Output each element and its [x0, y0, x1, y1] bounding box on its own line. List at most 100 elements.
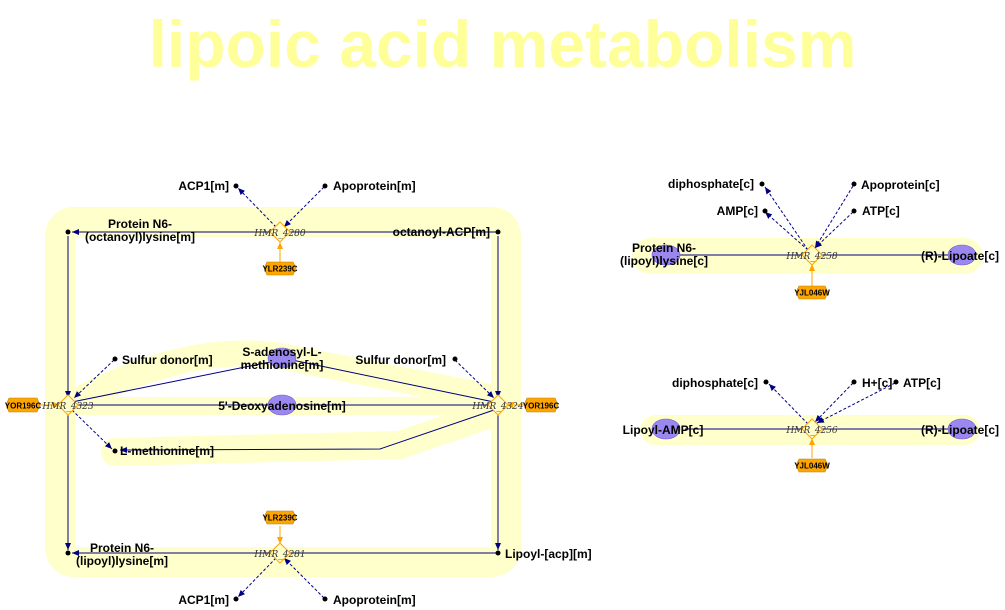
gene-boxes: YLR239C YOR196C YOR196C YLR239C YJL046W … [5, 261, 830, 525]
metabolite-dots [65, 181, 899, 602]
edge-4258-to-amp [764, 211, 809, 251]
diagram-title: lipoic acid metabolism [148, 7, 857, 81]
highlight-layer [45, 207, 983, 577]
metabolite-label-h[interactable]: H+[c] [862, 376, 892, 390]
edge-4323-to-methionine [71, 409, 113, 450]
metabolite-ellipse-deoxyadenosine [267, 394, 297, 416]
edge-sulfur-left-to-4323 [73, 359, 115, 399]
reaction-diamond-4281[interactable] [269, 542, 291, 564]
gene-label-ylr239c-bottom: YLR239C [262, 514, 297, 523]
metabolite-ellipses [267, 244, 977, 440]
edge-sulfur-right-to-4324 [454, 359, 495, 399]
metabolite-dot-acp1-top [233, 183, 239, 189]
gene-label-ylr239c-top: YLR239C [262, 265, 297, 274]
metabolite-label-acp1-bottom[interactable]: ACP1[m] [178, 593, 229, 607]
metabolite-label-apoprotein-c[interactable]: Apoprotein[c] [861, 178, 940, 192]
reaction-nodes [57, 221, 823, 564]
metabolite-dot-apoprotein-c [851, 181, 857, 187]
metabolite-dot-diphosphate-1 [759, 181, 765, 187]
metabolite-label-n6-lipoyl-c-line-1: Protein N6- [632, 241, 696, 255]
reaction-diamond-4256[interactable] [801, 418, 823, 440]
modifier-edges [40, 242, 815, 544]
metabolite-label-sam-line-1: S-adenosyl-L- [242, 345, 321, 359]
edge-sam-to-4324 [291, 359, 495, 403]
metabolite-label-n6-octanoyl-line-1: Protein N6- [108, 217, 172, 231]
metabolite-label-n6-lipoyl-m-line-1: Protein N6- [90, 541, 154, 555]
edge-h-to-4256 [814, 382, 854, 423]
metabolite-label-sulfur-left[interactable]: Sulfur donor[m] [122, 353, 213, 367]
reaction-labels: HMR_4280 HMR_4323 HMR_4324 HMR_4281 HMR_… [41, 229, 838, 560]
gene-box-ylr239c-bottom[interactable]: YLR239C [262, 510, 298, 525]
metabolite-label-n6-lipoyl-c[interactable]: Protein N6-(lipoyl)lysine[c] [620, 241, 708, 268]
reaction-diamond-4258[interactable] [801, 244, 823, 266]
edge-apoprotein-to-4281 [283, 557, 325, 599]
metabolite-dot-methionine [112, 448, 118, 454]
metabolite-label-methionine[interactable]: L-methionine[m] [120, 444, 214, 458]
reaction-label-4324[interactable]: HMR_4324 [471, 402, 524, 412]
metabolite-label-r-lipoate-1[interactable]: (R)-Lipoate[c] [921, 249, 999, 263]
reaction-diamond-4324[interactable] [487, 394, 509, 416]
metabolite-label-apoprotein-bottom[interactable]: Apoprotein[m] [333, 593, 416, 607]
metabolite-label-n6-octanoyl-line-2: (octanoyl)lysine[m] [85, 230, 195, 244]
metabolite-ellipse-r-lipoate-2 [947, 418, 977, 440]
edge-4258-to-diphosphate [764, 186, 809, 251]
metabolite-dot-atp-1 [851, 208, 857, 214]
gene-label-yor196c-left: YOR196C [5, 402, 42, 411]
metabolite-dot-n6-lipoyl-m [65, 550, 71, 556]
gene-box-yor196c-right[interactable]: YOR196C [523, 397, 560, 413]
metabolite-ellipse-n6-lipoyl-c [651, 244, 681, 266]
metabolite-dot-lipoyl-acp [495, 550, 501, 556]
metabolite-label-lipoyl-amp[interactable]: Lipoyl-AMP[c] [623, 423, 704, 437]
metabolite-dot-sulfur-right [452, 356, 458, 362]
metabolite-ellipse-lipoyl-amp [651, 418, 681, 440]
reaction-label-4281[interactable]: HMR_4281 [253, 550, 305, 560]
edge-atp-to-4258 [814, 211, 854, 249]
metabolite-label-apoprotein-top[interactable]: Apoprotein[m] [333, 179, 416, 193]
metabolite-dot-apoprotein-top [322, 183, 328, 189]
metabolite-ellipse-sam [267, 347, 297, 369]
edge-4281-to-acp1 [237, 557, 277, 598]
reaction-label-4323[interactable]: HMR_4323 [41, 402, 94, 412]
metabolite-label-octanoyl-acp[interactable]: octanoyl-ACP[m] [393, 225, 490, 239]
metabolite-label-lipoyl-acp[interactable]: Lipoyl-[acp][m] [505, 547, 592, 561]
metabolite-dot-diphosphate-2 [763, 379, 769, 385]
metabolite-label-n6-lipoyl-m-line-2: (lipoyl)lysine[m] [76, 554, 168, 568]
metabolite-label-r-lipoate-2[interactable]: (R)-Lipoate[c] [921, 423, 999, 437]
metabolite-dot-h [851, 379, 857, 385]
gene-label-yjl046w-2: YJL046W [794, 462, 830, 471]
metabolite-label-atp-2[interactable]: ATP[c] [903, 376, 941, 390]
metabolite-ellipse-r-lipoate-1 [947, 244, 977, 266]
reaction-label-4256[interactable]: HMR_4256 [785, 426, 838, 436]
gene-box-yjl046w-2[interactable]: YJL046W [794, 458, 830, 473]
edges [65, 185, 948, 599]
metabolite-label-amp[interactable]: AMP[c] [717, 204, 758, 218]
edge-4256-to-diphosphate [768, 383, 809, 425]
metabolite-dot-sulfur-left [112, 356, 118, 362]
metabolite-label-acp1-top[interactable]: ACP1[m] [178, 179, 229, 193]
metabolite-label-n6-lipoyl-c-line-2: (lipoyl)lysine[c] [620, 254, 708, 268]
edge-4280-to-acp1 [237, 187, 277, 228]
reaction-diamond-4323[interactable] [57, 394, 79, 416]
gene-box-yor196c-left[interactable]: YOR196C [5, 397, 42, 413]
gene-label-yjl046w-1: YJL046W [794, 289, 830, 298]
reaction-label-4280[interactable]: HMR_4280 [253, 229, 306, 239]
metabolite-label-sam-line-2: methionine[m] [241, 358, 324, 372]
metabolite-dot-atp-2 [893, 379, 899, 385]
metabolite-label-n6-octanoyl[interactable]: Protein N6-(octanoyl)lysine[m] [85, 217, 195, 244]
gene-box-yjl046w-1[interactable]: YJL046W [794, 285, 830, 300]
metabolite-label-atp-1[interactable]: ATP[c] [862, 204, 900, 218]
metabolite-dot-amp [762, 208, 768, 214]
gene-box-ylr239c-top[interactable]: YLR239C [262, 261, 298, 276]
metabolite-label-deoxyadenosine[interactable]: 5'-Deoxyadenosine[m] [218, 399, 346, 413]
metabolite-dot-n6-octanoyl [65, 229, 71, 235]
metabolite-label-sulfur-right[interactable]: Sulfur donor[m] [355, 353, 446, 367]
edge-apoproteinc-to-4258 [814, 185, 854, 249]
metabolite-label-n6-lipoyl-m[interactable]: Protein N6-(lipoyl)lysine[m] [76, 541, 168, 568]
reaction-diamond-4280[interactable] [269, 221, 291, 243]
reaction-label-4258[interactable]: HMR_4258 [785, 252, 838, 262]
metabolite-label-sam[interactable]: S-adenosyl-L-methionine[m] [241, 345, 324, 372]
metabolite-label-diphosphate-1[interactable]: diphosphate[c] [668, 177, 754, 191]
gene-label-yor196c-right: YOR196C [523, 402, 560, 411]
metabolite-label-diphosphate-2[interactable]: diphosphate[c] [672, 376, 758, 390]
